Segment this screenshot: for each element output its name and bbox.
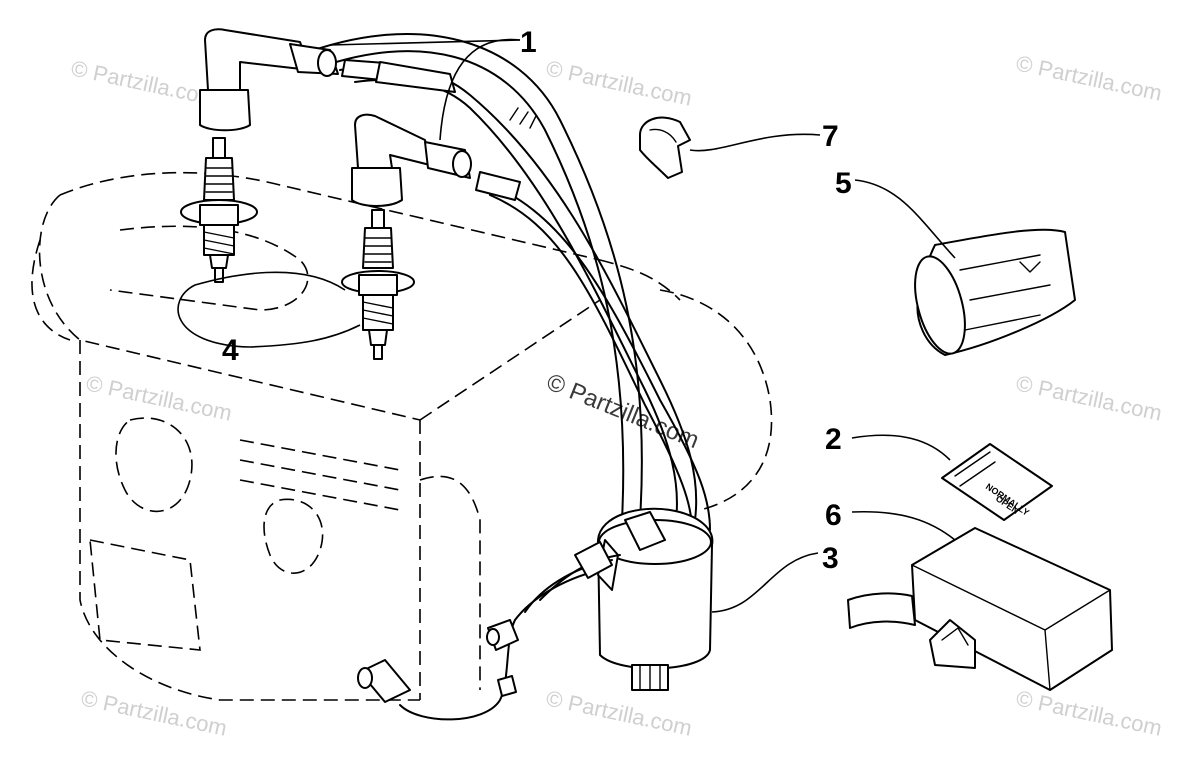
watermark-bottom-center: © Partzilla.com bbox=[544, 685, 694, 740]
engine-block-outline bbox=[31, 171, 773, 701]
watermark-bottom-left: © Partzilla.com bbox=[79, 685, 229, 740]
spark-plug-left bbox=[180, 137, 258, 283]
watermark-mid-left: © Partzilla.com bbox=[84, 370, 234, 425]
callout-1: 1 bbox=[520, 26, 537, 59]
spark-plug-cap-right bbox=[351, 113, 521, 207]
spark-plug-right bbox=[341, 209, 415, 360]
callout-numbers: 1 2 3 4 5 6 7 bbox=[222, 26, 852, 575]
watermark-top-right: © Partzilla.com bbox=[1014, 50, 1164, 105]
callout-3: 3 bbox=[822, 542, 839, 575]
watermark-top-center: © Partzilla.com bbox=[544, 55, 694, 110]
wire-clip bbox=[639, 116, 691, 179]
spark-plug-cap-left bbox=[199, 28, 456, 132]
coil-wiring-harness bbox=[357, 541, 621, 721]
callout-2: 2 bbox=[825, 423, 842, 456]
callout-5: 5 bbox=[835, 167, 852, 200]
normally-open-decal: NORMALLY OPEN bbox=[941, 443, 1053, 521]
leader-lines bbox=[177, 38, 956, 613]
protective-sleeve bbox=[914, 228, 1076, 356]
callout-4: 4 bbox=[222, 334, 239, 367]
callout-6: 6 bbox=[825, 499, 842, 532]
control-module bbox=[847, 527, 1113, 691]
ignition-coil bbox=[597, 507, 714, 691]
callout-7: 7 bbox=[822, 120, 839, 153]
watermark-bottom-right: © Partzilla.com bbox=[1014, 685, 1164, 740]
watermark-top-left: © Partzilla.com bbox=[69, 55, 219, 110]
watermark-mid-right: © Partzilla.com bbox=[1014, 370, 1164, 425]
